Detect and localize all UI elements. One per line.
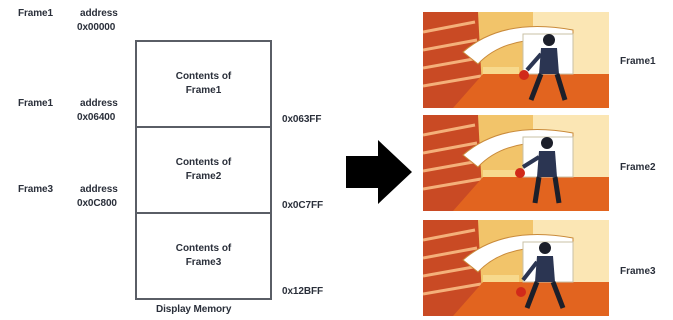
memory-block-frame3: Contents of Frame3 — [135, 212, 272, 300]
address-label: address — [80, 184, 118, 195]
memory-block-text: Contents of Frame2 — [137, 156, 270, 184]
end-address-frame2: 0x0C7FF — [282, 200, 323, 211]
address-value: 0x0C800 — [77, 198, 117, 209]
address-label: address — [80, 8, 118, 19]
right-arrow-icon — [346, 140, 412, 204]
memory-block-line2: Frame1 — [185, 85, 222, 96]
frame2-label-left: Frame1 — [18, 98, 53, 109]
frame1-image — [423, 12, 609, 108]
address-value: 0x06400 — [77, 112, 116, 123]
frame2-image — [423, 115, 609, 211]
end-address-frame3: 0x12BFF — [282, 286, 323, 297]
memory-block-frame2: Contents of Frame2 — [135, 126, 272, 214]
frame1-label-top: Frame1 — [18, 8, 53, 19]
memory-block-line1: Contents of — [175, 243, 232, 254]
memory-block-line1: Contents of — [175, 71, 232, 82]
end-address-frame1: 0x063FF — [282, 114, 322, 125]
memory-caption: Display Memory — [156, 304, 232, 315]
memory-block-frame1: Contents of Frame1 — [135, 40, 272, 128]
frame1-label-right: Frame1 — [620, 56, 656, 67]
memory-block-text: Contents of Frame3 — [137, 242, 270, 270]
memory-block-line2: Frame2 — [185, 171, 222, 182]
frame3-label-left: Frame3 — [18, 184, 53, 195]
frame3-label-right: Frame3 — [620, 266, 656, 277]
memory-block-text: Contents of Frame1 — [137, 70, 270, 98]
memory-block-line1: Contents of — [175, 157, 232, 168]
memory-block-line2: Frame3 — [185, 257, 222, 268]
frame2-label-right: Frame2 — [620, 162, 656, 173]
address-label: address — [80, 98, 118, 109]
frame3-image — [423, 220, 609, 316]
address-value: 0x00000 — [77, 22, 116, 33]
